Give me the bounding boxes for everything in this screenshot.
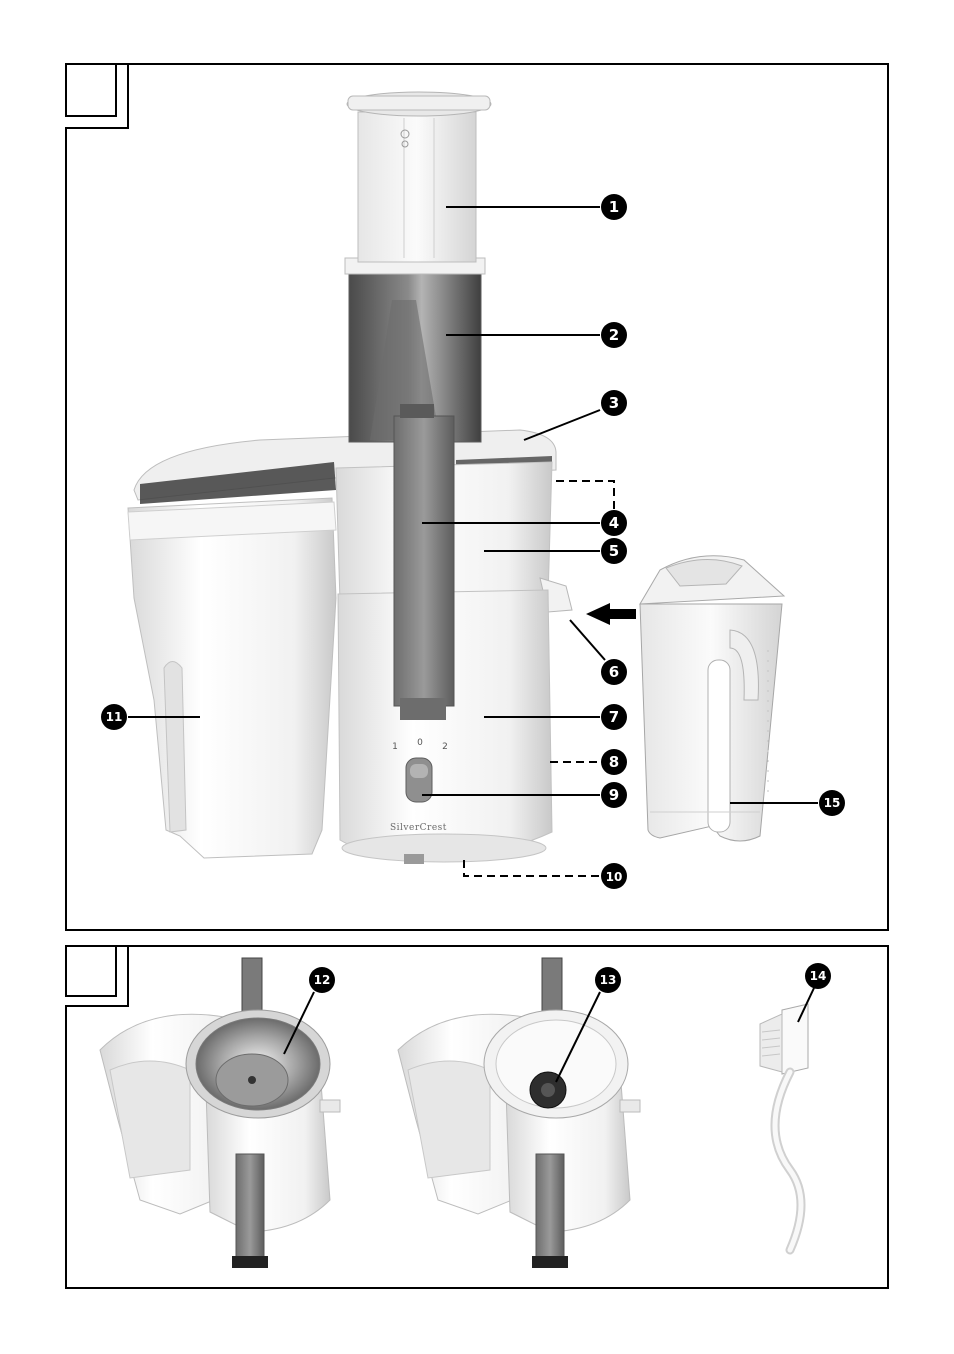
brand-logo-text: SilverCrest: [390, 823, 447, 833]
svg-text:4: 4: [609, 514, 619, 532]
svg-text:10: 10: [606, 870, 623, 884]
svg-text:2: 2: [609, 326, 619, 344]
figure-a-label-box: [66, 64, 116, 116]
speed-mark-1: 1: [392, 742, 398, 752]
figure-b-label-box: [66, 946, 116, 996]
callout-5: 5: [601, 538, 627, 564]
callout-3: 3: [601, 390, 627, 416]
svg-text:7: 7: [609, 708, 619, 726]
svg-text:11: 11: [106, 710, 123, 724]
callout-2: 2: [601, 322, 627, 348]
juicer-open-with-coupling: [398, 958, 640, 1268]
svg-text:1: 1: [609, 198, 619, 216]
svg-text:15: 15: [824, 796, 841, 810]
foot: [404, 854, 424, 864]
svg-text:8: 8: [609, 753, 619, 771]
pulp-container: [128, 498, 336, 858]
svg-text:9: 9: [609, 786, 619, 804]
svg-text:3: 3: [609, 394, 619, 412]
callout-9: 9: [601, 782, 627, 808]
svg-text:5: 5: [609, 542, 619, 560]
callout-12: 12: [309, 967, 335, 993]
callout-7: 7: [601, 704, 627, 730]
callout-6: 6: [601, 659, 627, 685]
callout-13: 13: [595, 967, 621, 993]
callout-1: 1: [601, 194, 627, 220]
callout-10: 10: [601, 863, 627, 889]
insert-arrow-icon: [586, 603, 636, 625]
callout-14: 14: [805, 963, 831, 989]
speed-mark-0: 0: [417, 738, 423, 748]
callout-8: 8: [601, 749, 627, 775]
juicer-open-with-sieve: [100, 958, 340, 1268]
speed-mark-2: 2: [442, 742, 448, 752]
safety-bracket: [394, 416, 454, 706]
callout-11: 11: [101, 704, 127, 730]
callout-4: 4: [601, 510, 627, 536]
cleaning-brush: [760, 1004, 808, 1250]
callout-15: 15: [819, 790, 845, 816]
svg-text:13: 13: [600, 973, 617, 987]
svg-text:6: 6: [609, 663, 619, 681]
juice-jug: [640, 556, 784, 841]
food-pusher: [358, 112, 476, 262]
callout-badges-b: 12 13 14: [309, 963, 831, 993]
svg-text:14: 14: [810, 969, 827, 983]
svg-text:12: 12: [314, 973, 331, 987]
